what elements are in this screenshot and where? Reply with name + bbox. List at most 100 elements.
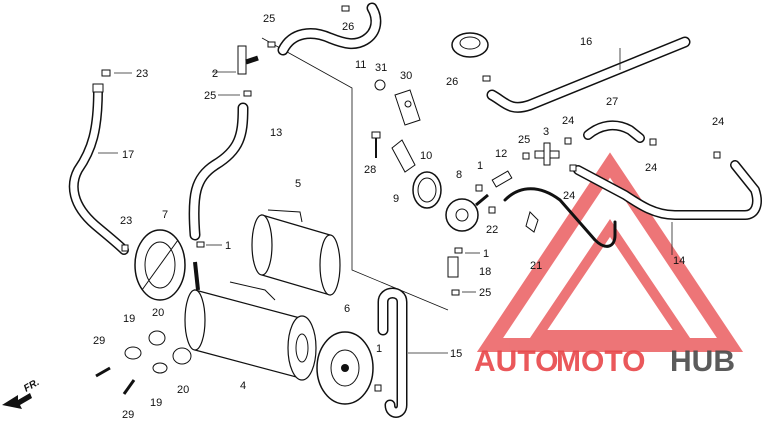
clip-25a bbox=[267, 41, 276, 48]
hose-13 bbox=[188, 102, 249, 241]
cap-26-top bbox=[459, 36, 481, 50]
fitting-2-branch bbox=[245, 55, 259, 65]
hose-11 bbox=[277, 2, 382, 56]
callout-26-top: 26 bbox=[342, 21, 354, 33]
watermark-triangle-inner bbox=[528, 219, 692, 340]
clamp-9 bbox=[412, 171, 442, 209]
bracket-10-body bbox=[391, 139, 416, 173]
callout-25-right: 25 bbox=[518, 134, 530, 146]
bracket-30 bbox=[394, 89, 421, 126]
watermark-logo bbox=[476, 152, 744, 352]
watermark-text-moto: MOTO bbox=[556, 345, 645, 378]
grommet-20a bbox=[148, 330, 166, 346]
small-parts bbox=[101, 5, 721, 392]
tee-3-stem bbox=[543, 142, 551, 166]
valve-8-core bbox=[455, 208, 469, 222]
callout-18: 18 bbox=[479, 266, 491, 278]
hose-14 bbox=[573, 160, 762, 220]
hose-11-body bbox=[279, 4, 380, 54]
clip-25c bbox=[522, 152, 530, 160]
hose-14-body bbox=[574, 161, 761, 219]
canister-4-side bbox=[194, 289, 301, 379]
clip-1c bbox=[475, 184, 483, 192]
frame-line bbox=[261, 37, 449, 311]
connector-12-body bbox=[491, 170, 513, 188]
fitting-2 bbox=[237, 45, 259, 75]
clamp-23a bbox=[101, 69, 111, 77]
clip-24a bbox=[564, 137, 572, 145]
hose-16 bbox=[486, 36, 691, 113]
callout-27: 27 bbox=[606, 96, 618, 108]
cover-5-end-left bbox=[251, 214, 273, 276]
callout-23-left: 23 bbox=[120, 215, 132, 227]
callout-5: 5 bbox=[295, 178, 301, 190]
canister-cover-5 bbox=[251, 209, 341, 296]
callout-19-top: 19 bbox=[123, 313, 135, 325]
clamp-9-band bbox=[412, 171, 442, 209]
callout-1-right: 1 bbox=[483, 248, 489, 260]
callout-20-bottom: 20 bbox=[177, 384, 189, 396]
clip-1d bbox=[374, 384, 382, 392]
filler-cap-26 bbox=[451, 32, 489, 58]
hose-16-body bbox=[488, 38, 689, 112]
hose-27-body bbox=[584, 121, 644, 142]
valve-8-port bbox=[475, 193, 489, 207]
hose-13-outline bbox=[188, 102, 249, 241]
cover-5-side bbox=[261, 214, 331, 296]
front-arrow-shape bbox=[2, 393, 32, 409]
callout-2: 2 bbox=[212, 68, 218, 80]
cap-6-inner bbox=[330, 349, 360, 387]
callout-15: 15 bbox=[450, 348, 462, 360]
watermark-text: AUTO MOTO HUB bbox=[474, 345, 735, 378]
bracket-10 bbox=[391, 139, 416, 173]
washer-19a bbox=[124, 346, 142, 360]
bracket-7 bbox=[134, 229, 186, 301]
bolt-28-head bbox=[371, 131, 381, 139]
bolt-28 bbox=[371, 131, 381, 158]
bolt-29b bbox=[122, 379, 136, 395]
fitting-2-stem bbox=[237, 45, 247, 75]
hardware-bottom bbox=[95, 330, 192, 395]
callout-24-a: 24 bbox=[562, 115, 574, 127]
callout-11: 11 bbox=[355, 59, 366, 71]
clip-26b bbox=[482, 75, 491, 82]
callout-29-bottom: 29 bbox=[122, 409, 134, 421]
callout-24-c: 24 bbox=[645, 162, 657, 174]
callout-23-top: 23 bbox=[136, 68, 148, 80]
tee-3 bbox=[534, 142, 560, 166]
canister-4-end-right bbox=[287, 315, 317, 381]
canister-4-bracket bbox=[229, 281, 276, 301]
callout-14: 14 bbox=[673, 255, 685, 267]
callout-26-right: 26 bbox=[446, 76, 458, 88]
hose-17-end bbox=[92, 83, 104, 93]
clip-25d bbox=[451, 289, 460, 296]
callout-30: 30 bbox=[400, 70, 412, 82]
callout-8: 8 bbox=[456, 169, 462, 181]
callout-25-bottom: 25 bbox=[479, 287, 491, 299]
callout-24-b: 24 bbox=[712, 116, 724, 128]
cover-5-tab bbox=[267, 209, 303, 223]
cap-6 bbox=[316, 331, 374, 405]
hose-13-body bbox=[190, 104, 247, 239]
clip-26a bbox=[341, 5, 350, 12]
watermark-text-auto: AUTO bbox=[474, 345, 558, 378]
callout-labels: 26 25 11 23 2 25 31 30 13 17 5 28 10 9 8… bbox=[93, 13, 724, 421]
hose-17-body bbox=[70, 86, 128, 254]
bracket-30-body bbox=[394, 89, 421, 126]
grommet-20b bbox=[172, 347, 192, 365]
canister-4-nipple bbox=[193, 261, 200, 291]
canister-4 bbox=[184, 261, 317, 381]
clip-1a bbox=[196, 241, 205, 248]
callout-22: 22 bbox=[486, 224, 498, 236]
callout-17: 17 bbox=[122, 149, 134, 161]
valve-8 bbox=[445, 193, 489, 232]
clip-1b bbox=[454, 247, 463, 254]
callout-29-top: 29 bbox=[93, 335, 105, 347]
callout-1-mid: 1 bbox=[477, 160, 483, 172]
callout-6: 6 bbox=[344, 303, 350, 315]
leader-lines bbox=[98, 48, 673, 354]
front-arrow: FR. bbox=[2, 377, 41, 409]
callout-25-top: 25 bbox=[263, 13, 275, 25]
